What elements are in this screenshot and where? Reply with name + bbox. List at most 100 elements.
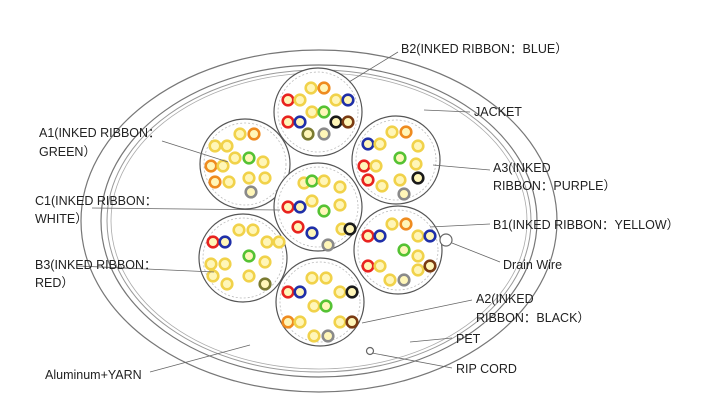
leader-lines bbox=[77, 51, 501, 373]
label-b1: B1(INKED RIBBON：YELLOW） bbox=[493, 218, 680, 232]
conductor-c1-11 bbox=[321, 238, 335, 252]
conductor-a3-1 bbox=[373, 137, 387, 151]
label-jacket: JACKET bbox=[474, 105, 522, 119]
bundle-b1 bbox=[353, 205, 443, 295]
jacket-outer bbox=[80, 49, 558, 393]
conductor-b1-8 bbox=[397, 243, 411, 257]
conductor-a1-12 bbox=[258, 171, 272, 185]
conductor-c1-10 bbox=[305, 226, 319, 240]
conductor-a3-5 bbox=[357, 159, 371, 173]
bundle-a3 bbox=[351, 115, 441, 205]
conductor-a3-0 bbox=[361, 137, 375, 151]
bundle-a2-outline bbox=[275, 257, 365, 347]
conductor-b1-1 bbox=[373, 229, 387, 243]
label-rip-cord: RIP CORD bbox=[456, 362, 517, 376]
conductor-c1-3 bbox=[305, 174, 319, 188]
label-b3-line2: RED） bbox=[35, 276, 74, 290]
conductor-a1-1 bbox=[220, 139, 234, 153]
conductor-a3-13 bbox=[397, 187, 411, 201]
conductor-b2-3 bbox=[317, 81, 331, 95]
conductor-b1-10 bbox=[383, 273, 397, 287]
label-c1-line2: WHITE） bbox=[35, 212, 88, 226]
conductor-b1-9 bbox=[411, 249, 425, 263]
conductor-a2-0 bbox=[281, 285, 295, 299]
conductor-c1-5 bbox=[333, 180, 347, 194]
rip-cord bbox=[365, 346, 375, 356]
conductor-a1-13 bbox=[244, 185, 258, 199]
leader-b1 bbox=[429, 223, 491, 228]
bundle-a2-ribbon bbox=[279, 261, 361, 343]
conductor-c1-0 bbox=[281, 200, 295, 214]
conductor-b2-0 bbox=[281, 93, 295, 107]
label-a3-line1: A3(INKED bbox=[493, 161, 551, 175]
conductor-b3-6 bbox=[204, 257, 218, 271]
conductor-a1-5 bbox=[216, 159, 230, 173]
label-a3-line2: RIBBON：PURPLE） bbox=[493, 179, 616, 193]
conductor-a1-6 bbox=[228, 151, 242, 165]
conductor-a1-0 bbox=[208, 139, 222, 153]
conductor-c1-8 bbox=[333, 198, 347, 212]
conductor-b1-12 bbox=[411, 263, 425, 277]
label-a1-line1: A1(INKED RIBBON： bbox=[39, 126, 161, 140]
bundle-b3-ribbon bbox=[202, 217, 284, 299]
leader-ripcord bbox=[371, 352, 453, 369]
conductor-a3-9 bbox=[361, 173, 375, 187]
leader-a2 bbox=[361, 299, 473, 324]
conductor-a2-9 bbox=[319, 299, 333, 313]
bundle-c1 bbox=[273, 162, 363, 252]
bundle-a2 bbox=[275, 257, 365, 347]
conductor-a2-13 bbox=[321, 329, 335, 343]
conductor-b1-13 bbox=[423, 259, 437, 273]
conductor-c1-9 bbox=[291, 220, 305, 234]
conductor-a2-8 bbox=[307, 299, 321, 313]
conductor-b3-1 bbox=[218, 235, 232, 249]
conductor-a2-7 bbox=[293, 315, 307, 329]
conductor-b2-6 bbox=[281, 115, 295, 129]
bundle-b2-ribbon bbox=[277, 71, 359, 153]
bundle-c1-ribbon bbox=[277, 166, 359, 248]
conductor-b2-5 bbox=[341, 93, 355, 107]
conductor-a2-4 bbox=[333, 285, 347, 299]
label-a2-line2: RIBBON：BLACK） bbox=[476, 311, 590, 325]
conductor-c1-7 bbox=[317, 204, 331, 218]
cable-layers bbox=[80, 49, 558, 393]
label-b3-line1: B3(INKED RIBBON： bbox=[35, 258, 157, 272]
conductor-a1-10 bbox=[222, 175, 236, 189]
conductor-a1-8 bbox=[256, 155, 270, 169]
conductor-a1-3 bbox=[247, 127, 261, 141]
leader-drain bbox=[451, 242, 501, 263]
conductor-b1-2 bbox=[385, 217, 399, 231]
conductor-a2-11 bbox=[345, 315, 359, 329]
label-pet: PET bbox=[456, 332, 481, 346]
conductor-a1-9 bbox=[208, 175, 222, 189]
conductor-a2-3 bbox=[319, 271, 333, 285]
bundle-b1-ribbon bbox=[357, 209, 439, 291]
conductor-b1-7 bbox=[373, 259, 387, 273]
conductor-b3-3 bbox=[246, 223, 260, 237]
conductor-b1-3 bbox=[399, 217, 413, 231]
conductor-b2-11 bbox=[341, 115, 355, 129]
conductor-a2-5 bbox=[345, 285, 359, 299]
conductor-b3-4 bbox=[260, 235, 274, 249]
conductor-c1-4 bbox=[317, 174, 331, 188]
conductor-b2-1 bbox=[293, 93, 307, 107]
conductor-a3-10 bbox=[375, 179, 389, 193]
conductor-b1-5 bbox=[423, 229, 437, 243]
bundle-group bbox=[198, 67, 443, 347]
conductor-a1-4 bbox=[204, 159, 218, 173]
conductor-a3-4 bbox=[411, 139, 425, 153]
conductor-a1-7 bbox=[242, 151, 256, 165]
conductor-b1-0 bbox=[361, 229, 375, 243]
conductor-a1-2 bbox=[233, 127, 247, 141]
conductor-a2-10 bbox=[333, 315, 347, 329]
conductor-b3-13 bbox=[258, 277, 272, 291]
conductor-b2-2 bbox=[304, 81, 318, 95]
conductor-b3-12 bbox=[242, 269, 256, 283]
leader-pet bbox=[409, 337, 453, 343]
label-aluminum-yarn: Aluminum+YARN bbox=[45, 368, 142, 382]
conductor-a3-6 bbox=[369, 159, 383, 173]
conductor-a3-7 bbox=[393, 151, 407, 165]
conductor-b2-8 bbox=[305, 105, 319, 119]
conductor-b3-9 bbox=[258, 255, 272, 269]
